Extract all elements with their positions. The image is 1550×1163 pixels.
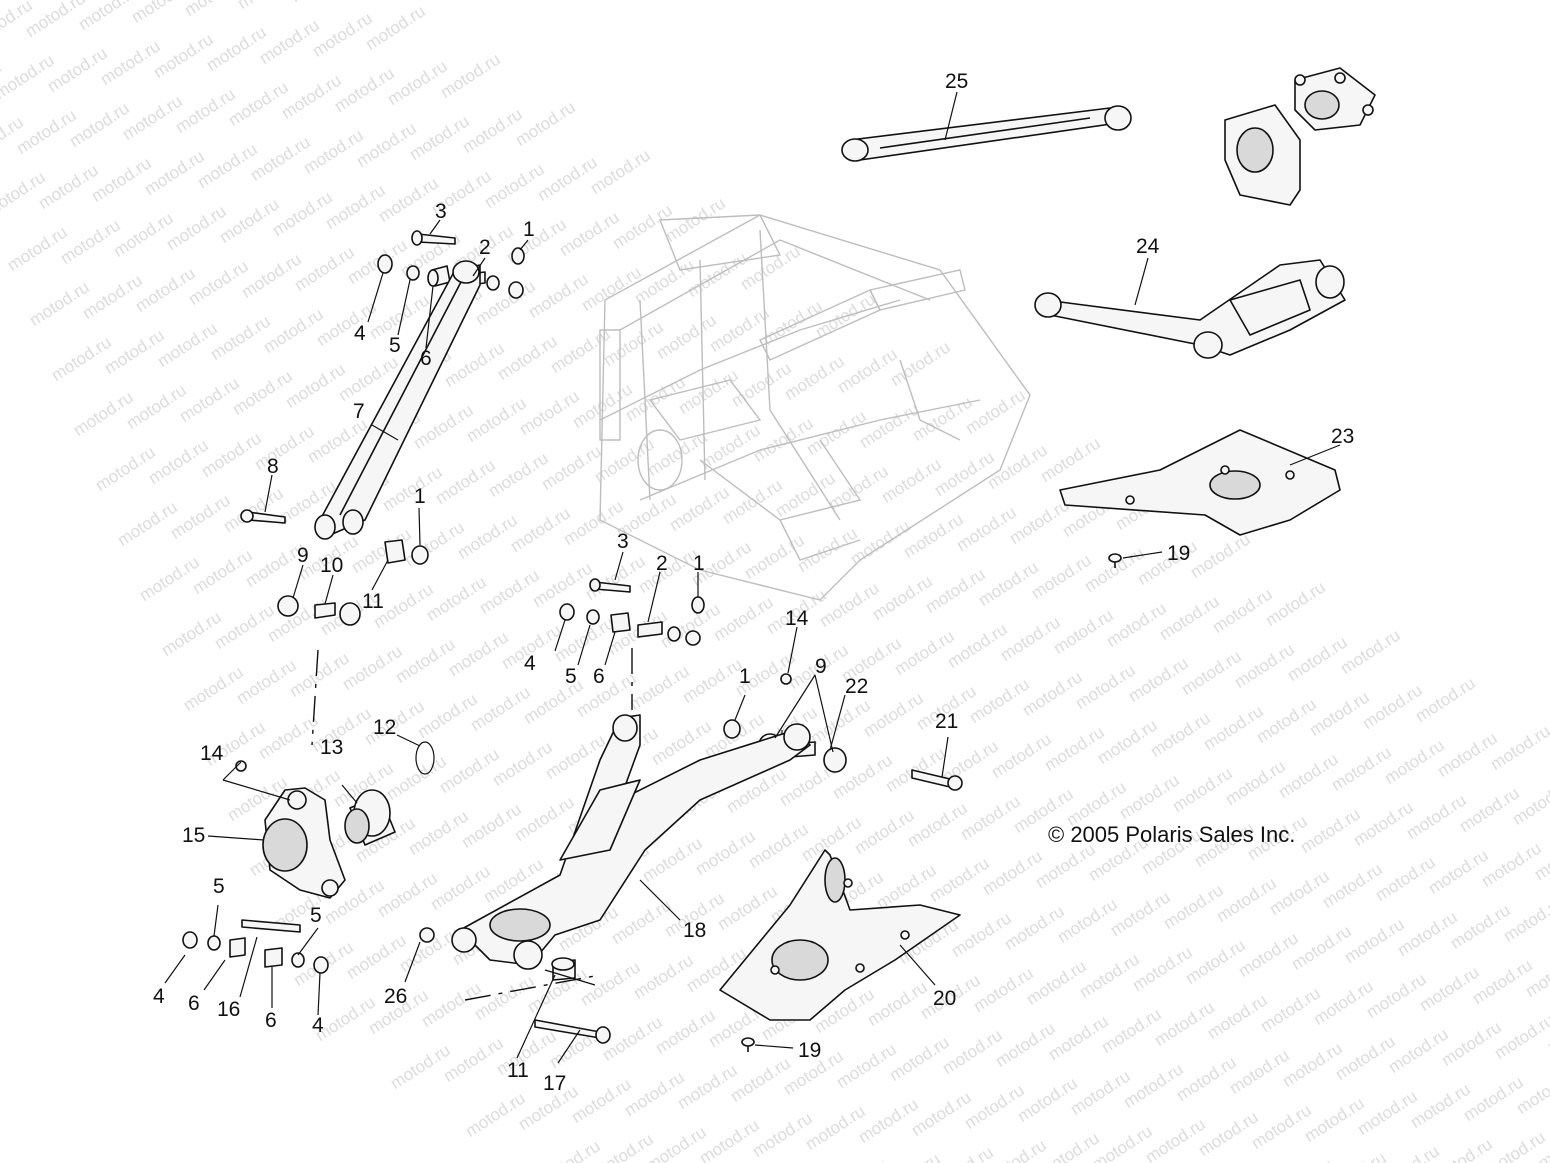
part-26-fitting — [419, 927, 435, 943]
callout-4: 4 — [524, 652, 536, 675]
callout-26: 26 — [384, 985, 407, 1008]
callout-9: 9 — [297, 544, 309, 567]
callout-21: 21 — [935, 710, 958, 733]
callout-6: 6 — [265, 1009, 277, 1032]
callout-20: 20 — [933, 987, 956, 1010]
lower-left-hardware — [182, 919, 329, 974]
callout-5: 5 — [310, 904, 322, 927]
callout-1: 1 — [414, 485, 426, 508]
part-15-bearing-carrier — [262, 787, 346, 899]
vehicle-frame — [599, 214, 1031, 601]
callouts: 25 24 23 19 3 2 1 4 5 6 7 8 1 9 10 11 3 … — [153, 70, 1354, 1095]
callout-4: 4 — [354, 322, 366, 345]
callout-2: 2 — [479, 236, 491, 259]
callout-8: 8 — [267, 455, 279, 478]
callout-1: 1 — [693, 552, 705, 575]
callout-6: 6 — [188, 992, 200, 1015]
part-25-upper-link — [841, 105, 1132, 162]
callout-16: 16 — [217, 998, 240, 1021]
assembly-lines — [311, 648, 633, 1001]
callout-1: 1 — [739, 665, 751, 688]
callout-13: 13 — [320, 736, 343, 759]
callout-22: 22 — [845, 675, 868, 698]
callout-14: 14 — [785, 607, 809, 630]
part-18-trailing-arm — [451, 714, 811, 970]
part-14-fitting-left — [235, 760, 247, 772]
part-24-control-arm — [1034, 259, 1346, 359]
callout-9: 9 — [815, 655, 827, 678]
part-12-snap-ring — [415, 741, 435, 775]
callout-5: 5 — [565, 665, 577, 688]
callout-23: 23 — [1331, 425, 1354, 448]
callout-11: 11 — [507, 1059, 529, 1082]
callout-18: 18 — [683, 919, 706, 942]
callout-5: 5 — [213, 875, 225, 898]
callout-25: 25 — [945, 70, 968, 93]
part-20-skid-plate — [719, 849, 961, 1021]
callout-2: 2 — [656, 552, 668, 575]
callout-6: 6 — [593, 665, 605, 688]
part-23-skid-plate — [1059, 429, 1341, 536]
callout-5: 5 — [389, 334, 401, 357]
callout-4: 4 — [312, 1014, 324, 1037]
callout-12: 12 — [373, 716, 396, 739]
part-11-bushing-lower — [551, 957, 576, 981]
callout-1: 1 — [523, 218, 535, 241]
callout-6: 6 — [420, 347, 432, 370]
part-19-bolt-upper — [1108, 553, 1122, 568]
callout-7: 7 — [353, 400, 365, 423]
part-13-bearing — [344, 789, 396, 846]
callout-4: 4 — [153, 985, 165, 1008]
callout-17: 17 — [543, 1072, 566, 1095]
copyright-notice: © 2005 Polaris Sales Inc. — [1048, 822, 1295, 847]
callout-3: 3 — [435, 200, 447, 223]
part-17-bolt — [534, 1019, 611, 1044]
callout-19: 19 — [798, 1039, 821, 1062]
callout-19: 19 — [1167, 542, 1190, 565]
part-19-bolt-lower — [741, 1037, 755, 1052]
callout-14: 14 — [200, 742, 224, 765]
part-hub-carrier — [1224, 67, 1376, 206]
left-middle-hardware — [240, 509, 429, 626]
callout-3: 3 — [617, 530, 629, 553]
part-7-link-rod — [314, 260, 481, 540]
callout-15: 15 — [182, 824, 205, 847]
leader-lines — [164, 91, 1341, 1064]
callout-24: 24 — [1136, 235, 1160, 258]
middle-hardware — [559, 578, 705, 646]
callout-10: 10 — [320, 554, 343, 577]
callout-11: 11 — [362, 590, 384, 613]
